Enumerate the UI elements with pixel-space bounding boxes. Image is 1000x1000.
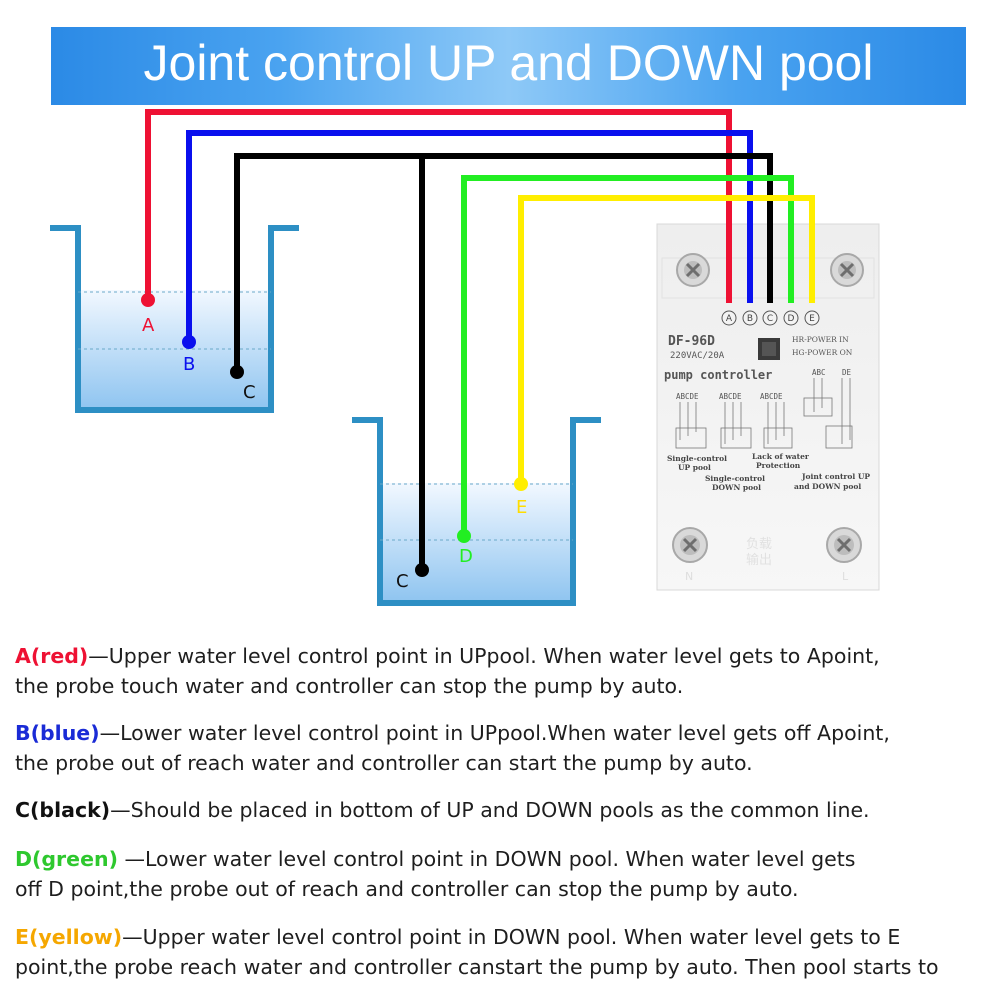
mode-single-down-2: DOWN pool <box>712 483 761 492</box>
probe-b-label: B <box>183 354 195 375</box>
page-title: Joint control UP and DOWN pool <box>143 35 874 91</box>
rating-label: 220VAC/20A <box>670 351 725 361</box>
mini-label-1: ABCDE <box>676 392 699 401</box>
description-d-line1: —Lower water level control point in DOWN… <box>117 847 856 871</box>
probe-c-down <box>415 563 429 577</box>
model-label: DF-96D <box>668 334 715 349</box>
description-b-line2: the probe out of reach water and control… <box>15 751 753 775</box>
mode-joint-1: Joint control UP <box>801 472 870 481</box>
wire-e-yellow <box>518 195 815 484</box>
screw-bottom-left-icon <box>672 527 708 563</box>
wire-c-black <box>234 153 773 372</box>
mode-single-up-1: Single-control <box>667 454 727 463</box>
probe-e-label: E <box>516 497 527 518</box>
description-c-key: C(black) <box>15 798 111 822</box>
led-label-power-on: HG-POWER ON <box>792 348 853 357</box>
mini-label-3: ABCDE <box>760 392 783 401</box>
terminal-c-label: C <box>767 314 773 324</box>
mini-label-5: DE <box>842 368 852 377</box>
description-d: D(green) —Lower water level control poin… <box>15 844 1000 904</box>
wiring-diagram: A B C D E DF-96D 220VAC/20A HR-POWER IN … <box>50 109 880 606</box>
wire-a-red <box>145 109 732 303</box>
wire-d-green <box>461 175 794 536</box>
mode-single-down-1: Single-control <box>705 474 765 483</box>
terminal-d-label: D <box>788 314 795 324</box>
probe-b <box>182 335 196 349</box>
mini-label-2: ABCDE <box>719 392 742 401</box>
description-e-line2: point,the probe reach water and controll… <box>15 955 939 979</box>
probe-c-up <box>230 365 244 379</box>
probe-c-down-label: C <box>396 571 409 592</box>
description-a-key: A(red) <box>15 644 89 668</box>
mini-label-4: ABC <box>812 368 826 377</box>
mini-mode-diagrams <box>675 378 853 449</box>
description-c: C(black)—Should be placed in bottom of U… <box>15 795 1000 825</box>
down-pool-water <box>380 483 573 603</box>
mode-joint-2: and DOWN pool <box>794 482 861 491</box>
mode-single-up-2: UP pool <box>678 463 711 472</box>
description-e-key: E(yellow) <box>15 925 123 949</box>
description-a-line1: —Upper water level control point in UPpo… <box>88 644 880 668</box>
device-name-label: pump controller <box>664 368 772 382</box>
terminal-a-label: A <box>726 314 733 324</box>
probe-d <box>457 529 471 543</box>
description-d-line2: off D point,the probe out of reach and c… <box>15 877 799 901</box>
probe-a <box>141 293 155 307</box>
probe-a-label: A <box>142 315 155 336</box>
description-e: E(yellow)—Upper water level control poin… <box>15 922 1000 982</box>
title-banner: Joint control UP and DOWN pool <box>51 27 966 105</box>
description-b-line1: —Lower water level control point in UPpo… <box>99 721 890 745</box>
terminal-n-label: N <box>685 570 693 583</box>
probe-d-label: D <box>459 546 473 567</box>
mode-lack-1: Lack of water <box>752 452 810 461</box>
screw-top-left-icon <box>676 253 710 287</box>
probe-c-up-label: C <box>243 382 256 403</box>
terminal-l-label: L <box>842 570 849 583</box>
terminal-e-label: E <box>809 314 815 324</box>
description-a-line2: the probe touch water and controller can… <box>15 674 684 698</box>
description-b-key: B(blue) <box>15 721 100 745</box>
wires <box>145 109 815 570</box>
screw-bottom-right-icon <box>826 527 862 563</box>
output-mark-line: 输出 <box>746 552 772 568</box>
terminal-b-label: B <box>747 314 753 324</box>
description-a: A(red)—Upper water level control point i… <box>15 641 1000 701</box>
mode-lack-2: Protection <box>756 461 801 470</box>
down-pool-tank <box>352 417 601 606</box>
output-mark: 负载输出 <box>746 537 772 568</box>
wire-b-blue <box>186 130 753 342</box>
probe-e <box>514 477 528 491</box>
output-mark-line: 负载 <box>746 537 772 552</box>
screw-top-right-icon <box>830 253 864 287</box>
up-pool-tank <box>50 225 299 413</box>
led-label-power-in: HR-POWER IN <box>792 335 849 344</box>
description-d-key: D(green) <box>15 847 118 871</box>
description-e-line1: —Upper water level control point in DOWN… <box>122 925 901 949</box>
description-b: B(blue)—Lower water level control point … <box>15 718 1000 778</box>
probes <box>141 293 528 577</box>
description-c-line1: —Should be placed in bottom of UP and DO… <box>110 798 870 822</box>
